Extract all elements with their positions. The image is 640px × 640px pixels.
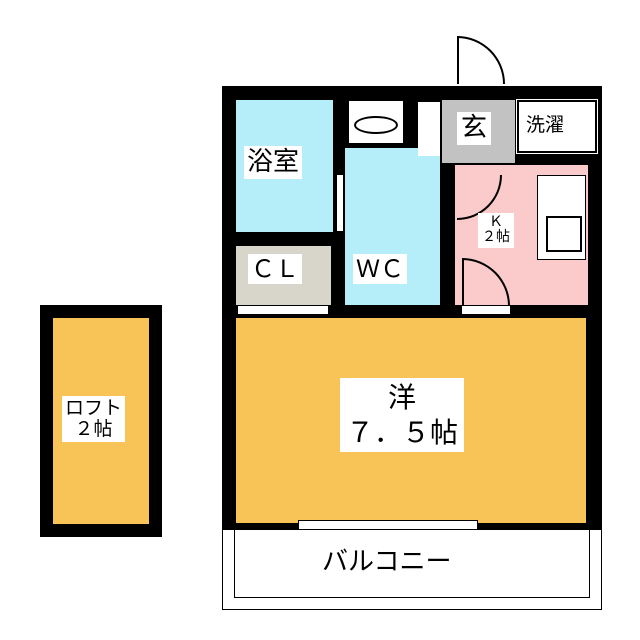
label-balcony: バルコニー xyxy=(322,547,452,577)
label-western: 洋 ７．５帖 xyxy=(340,378,465,452)
bath-door xyxy=(337,175,343,231)
balcony-rail xyxy=(234,530,590,598)
label-loft: ロフト ２帖 xyxy=(62,396,126,442)
closet-door xyxy=(238,306,328,314)
sink-icon xyxy=(546,216,582,252)
shoe-closet xyxy=(418,102,440,156)
balcony xyxy=(222,530,602,610)
label-laundry: 洗濯 xyxy=(526,114,565,136)
label-bath: 浴室 xyxy=(244,146,303,179)
kitchen-opening xyxy=(462,306,510,314)
entry-door xyxy=(457,36,505,84)
label-kitchen: Ｋ ２帖 xyxy=(478,213,514,248)
label-toilet: ＷＣ xyxy=(353,254,407,285)
washbasin-bowl-icon xyxy=(354,116,398,134)
balcony-window xyxy=(298,520,478,530)
laundry-space xyxy=(516,99,598,154)
label-closet: ＣＬ xyxy=(248,254,302,285)
label-entrance: 玄 xyxy=(457,112,492,145)
